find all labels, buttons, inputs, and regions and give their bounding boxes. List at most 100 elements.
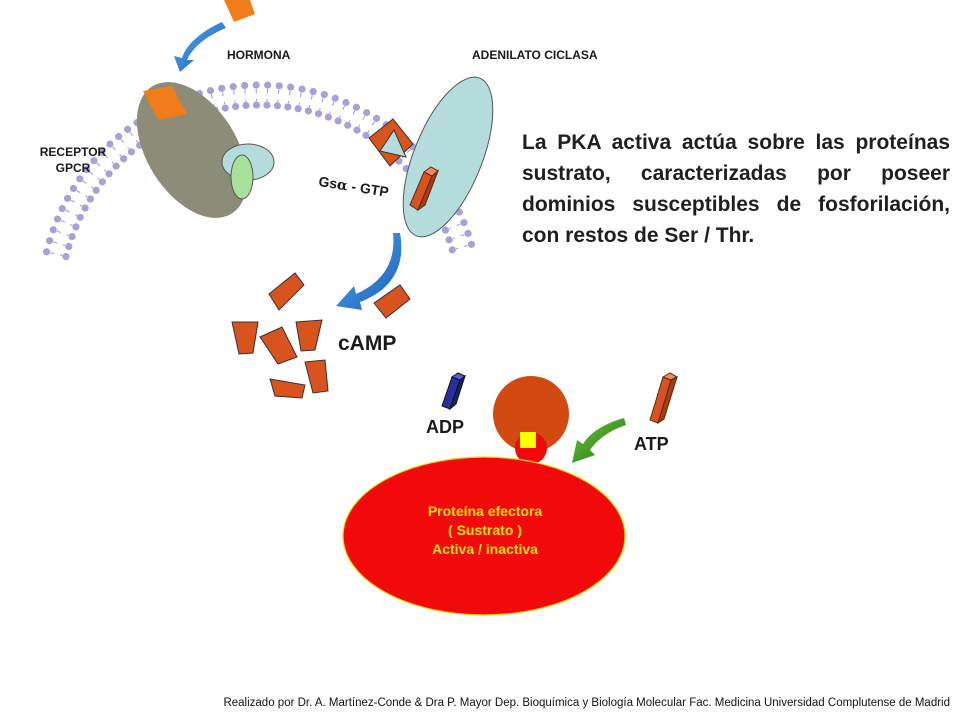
lipid-tail bbox=[62, 244, 66, 246]
lipid-head bbox=[448, 246, 456, 254]
lipid-tail bbox=[97, 177, 100, 180]
camp-molecule bbox=[231, 321, 259, 355]
lipid-head bbox=[372, 114, 381, 123]
lipid-head bbox=[275, 82, 283, 90]
lipid-tail bbox=[371, 121, 375, 126]
adp-molecule bbox=[441, 372, 466, 411]
lipid-head bbox=[68, 232, 76, 241]
lipid-head bbox=[90, 157, 98, 165]
credits-footer: Realizado por Dr. A. Martínez-Conde & Dr… bbox=[223, 697, 950, 709]
lipid-head bbox=[63, 194, 72, 202]
atp-arrow bbox=[572, 418, 626, 463]
adp-label: ADP bbox=[426, 417, 465, 437]
lipid-tail bbox=[210, 94, 213, 99]
lipid-head bbox=[309, 87, 317, 96]
adenylate-cyclase-label: ADENILATO CICLASA bbox=[472, 48, 598, 62]
lipid-tail bbox=[53, 241, 58, 244]
lipid-head bbox=[106, 140, 114, 148]
lipid-tail bbox=[127, 146, 130, 150]
lipid-tail bbox=[76, 190, 81, 194]
lipid-tail bbox=[85, 195, 88, 198]
lipid-head bbox=[69, 184, 78, 193]
lipid-tail bbox=[56, 230, 61, 233]
lipid-tail bbox=[112, 146, 116, 151]
camp-molecule bbox=[269, 378, 306, 399]
lipid-head bbox=[112, 162, 120, 170]
lipid-head bbox=[242, 101, 250, 110]
lipid-tail bbox=[367, 130, 370, 133]
lipid-tail bbox=[60, 220, 66, 223]
lipid-head bbox=[464, 229, 472, 237]
lipid-tail bbox=[111, 161, 114, 164]
lipid-tail bbox=[74, 214, 77, 217]
lipid-head bbox=[294, 105, 302, 113]
lipid-tail bbox=[321, 98, 324, 103]
lipid-tail bbox=[89, 171, 94, 175]
lipid-tail bbox=[289, 91, 291, 96]
atp-label: ATP bbox=[634, 434, 669, 454]
gs-alpha-symbol: α bbox=[335, 176, 349, 195]
lipid-tail bbox=[129, 132, 133, 136]
lipid-head bbox=[53, 215, 62, 223]
lipid-head bbox=[252, 81, 260, 89]
camp-molecule bbox=[373, 284, 411, 319]
camp-label: cAMP bbox=[338, 332, 397, 355]
lipid-head bbox=[352, 103, 361, 111]
lipid-tail bbox=[463, 244, 468, 248]
lipid-tail bbox=[299, 92, 302, 97]
lipid-head bbox=[58, 204, 66, 213]
lipid-head bbox=[264, 81, 272, 89]
lipid-head bbox=[263, 101, 271, 109]
lipid-head bbox=[42, 248, 51, 256]
lipid-head bbox=[229, 83, 237, 91]
lipid-tail bbox=[90, 186, 94, 189]
lipid-tail bbox=[96, 162, 101, 167]
hormone-free bbox=[224, 0, 255, 22]
lipid-head bbox=[334, 117, 342, 125]
lipid-head bbox=[363, 108, 371, 117]
gtp-molecule bbox=[409, 166, 440, 212]
lipid-tail bbox=[452, 237, 455, 240]
lipid-head bbox=[467, 240, 476, 248]
lipid-head bbox=[232, 102, 240, 111]
lipid-head bbox=[120, 155, 128, 163]
hormone-arrow bbox=[174, 22, 226, 72]
lipid-head bbox=[65, 242, 73, 251]
lipid-tail bbox=[339, 115, 341, 118]
lipid-tail bbox=[456, 223, 461, 227]
lipid-head bbox=[72, 223, 80, 231]
lipid-tail bbox=[135, 140, 138, 143]
camp-molecules bbox=[231, 272, 411, 399]
lipid-head bbox=[441, 226, 450, 234]
lipid-head bbox=[98, 148, 106, 156]
gpcr-receptor bbox=[136, 82, 275, 218]
lipid-tail bbox=[348, 119, 351, 122]
hormone-label: HORMONA bbox=[227, 48, 291, 62]
lipid-head bbox=[342, 98, 350, 107]
lipid-tail bbox=[362, 115, 366, 120]
phosphorylation-site bbox=[520, 432, 536, 448]
lipid-head bbox=[252, 101, 261, 109]
receptor-label-line2: GPCR bbox=[55, 161, 91, 175]
lipid-head bbox=[241, 81, 249, 90]
pka-enzyme bbox=[493, 376, 569, 464]
lipid-head bbox=[344, 121, 352, 129]
lipid-head bbox=[83, 165, 91, 174]
lipid-head bbox=[124, 125, 132, 133]
lipid-tail bbox=[455, 247, 459, 250]
camp-molecule bbox=[295, 319, 323, 352]
lipid-tail bbox=[65, 209, 70, 213]
lipid-head bbox=[86, 195, 94, 203]
lipid-tail bbox=[119, 154, 122, 157]
lipid-head bbox=[49, 226, 57, 234]
lipid-tail bbox=[352, 110, 356, 115]
lipid-head bbox=[460, 218, 468, 227]
hormone-bound bbox=[143, 86, 187, 120]
lipid-tail bbox=[406, 149, 411, 153]
lipid-head bbox=[218, 84, 226, 92]
receptor-label-line1: RECEPTOR bbox=[39, 145, 107, 159]
lipid-head bbox=[324, 113, 333, 121]
lipid-head bbox=[320, 91, 328, 99]
lipid-tail bbox=[319, 107, 321, 111]
lipid-tail bbox=[329, 111, 331, 114]
